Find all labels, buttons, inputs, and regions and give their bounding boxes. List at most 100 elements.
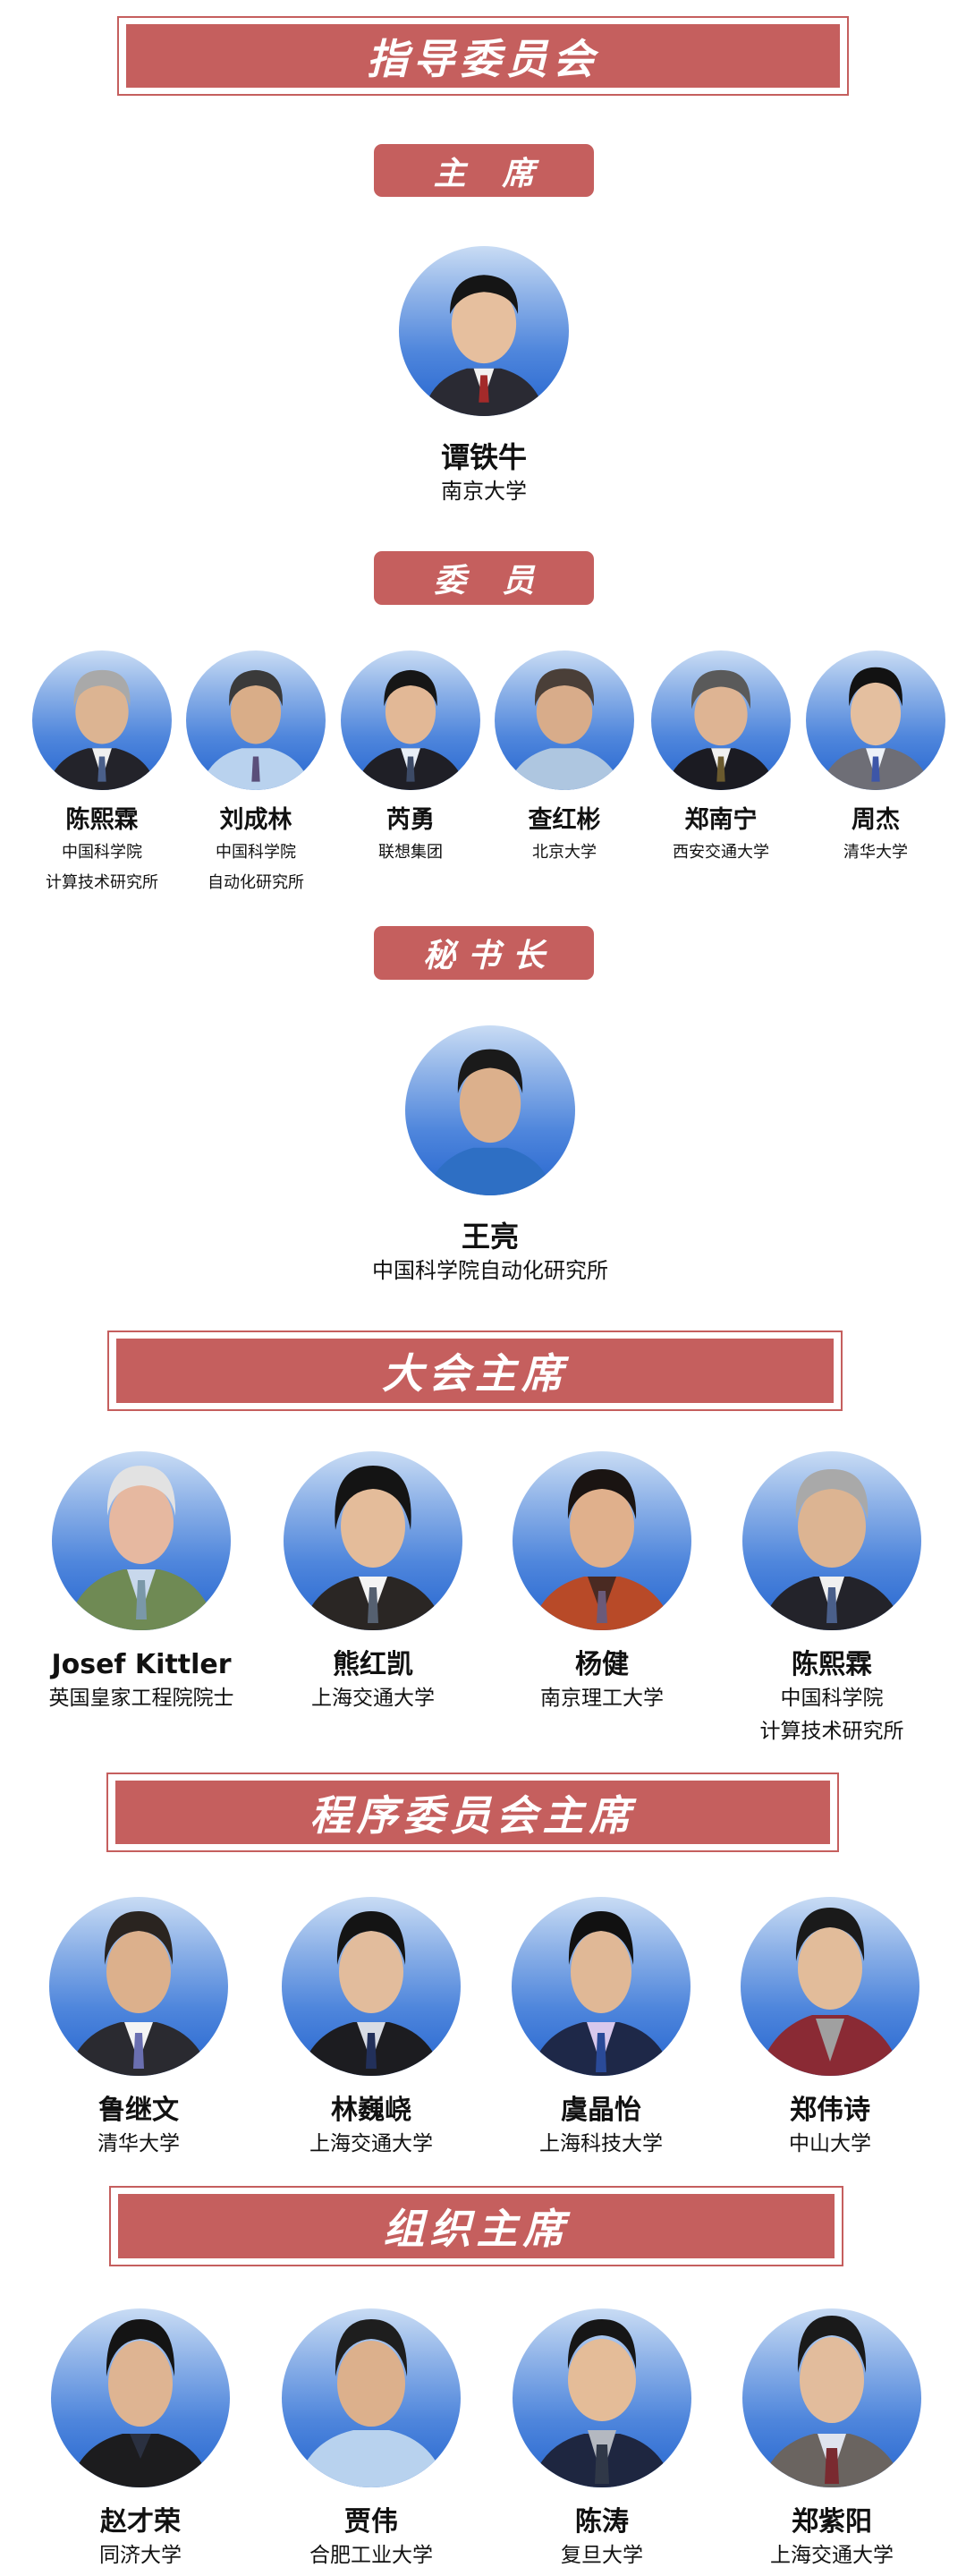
avatar-photo (32, 650, 172, 790)
person-card: 赵才荣 同济大学 (15, 2308, 266, 2572)
person-affiliation: 上海交通大学 (309, 2132, 433, 2155)
portrait-icon (665, 669, 777, 790)
person-name: 杨健 (575, 1649, 629, 1680)
person-affiliation: 同济大学 (99, 2544, 182, 2567)
avatar-photo (52, 1451, 231, 1630)
section-header-fill: 程序委员会主席 (115, 1781, 830, 1844)
section-header-fill: 指导委员会 (126, 24, 840, 88)
subsection-badge-chair: 主 席 (374, 144, 594, 197)
person-name: 郑南宁 (684, 806, 758, 834)
portrait-icon (425, 1049, 555, 1195)
person-affiliation: 中国科学院 (62, 843, 142, 862)
person-name: 芮勇 (386, 806, 435, 834)
section-header-fill: 组织主席 (118, 2194, 835, 2258)
portrait-icon (422, 275, 546, 416)
person-affiliation: 西安交通大学 (673, 843, 769, 862)
person-name: 陈熙霖 (792, 1649, 872, 1680)
person-name: 虞晶怡 (561, 2095, 641, 2126)
person-card: 鲁继文 清华大学 (13, 1897, 264, 2161)
person-affiliation: 中国科学院 (216, 843, 296, 862)
person-card: 谭铁牛 南京大学 (350, 246, 618, 506)
section-title: 组织主席 (383, 2205, 570, 2253)
person-name: 鲁继文 (98, 2095, 179, 2126)
avatar-photo (742, 2308, 921, 2487)
person-card: 熊红凯 上海交通大学 (248, 1451, 498, 1715)
person-card: 查红彬 北京大学 (488, 650, 640, 867)
person-name: 查红彬 (528, 806, 601, 834)
person-card: 周杰 清华大学 (800, 650, 952, 867)
person-name: 陈熙霖 (65, 806, 139, 834)
person-card: 郑南宁 西安交通大学 (645, 650, 797, 867)
person-card: Josef Kittler 英国皇家工程院院士 (16, 1451, 267, 1715)
person-affiliation-line2: 自动化研究所 (208, 873, 304, 892)
person-affiliation: 上海交通大学 (770, 2544, 894, 2567)
person-name: 郑伟诗 (790, 2095, 870, 2126)
portrait-icon (300, 1911, 443, 2076)
person-card: 刘成林 中国科学院 自动化研究所 (180, 650, 332, 897)
portrait-icon (67, 1911, 210, 2076)
avatar-photo (405, 1025, 575, 1195)
badge-label: 主 席 (433, 155, 547, 192)
person-affiliation-line2: 计算技术研究所 (46, 873, 158, 892)
person-name: 谭铁牛 (440, 440, 527, 474)
portrait-icon (66, 1466, 216, 1630)
person-name: Josef Kittler (51, 1649, 232, 1680)
avatar-photo (399, 246, 569, 416)
section-title: 大会主席 (382, 1349, 568, 1398)
portrait-icon (758, 1908, 902, 2076)
portrait-icon (760, 2316, 903, 2487)
person-card: 芮勇 联想集团 (335, 650, 487, 867)
person-card: 王亮 中国科学院自动化研究所 (356, 1025, 624, 1285)
person-name: 王亮 (461, 1220, 519, 1254)
person-card: 陈涛 复旦大学 (477, 2308, 727, 2572)
person-affiliation: 英国皇家工程院院士 (48, 1687, 234, 1710)
badge-label: 秘书长 (422, 938, 557, 974)
portrait-icon (760, 1469, 903, 1630)
person-affiliation: 联想集团 (378, 843, 443, 862)
person-name: 周杰 (852, 806, 900, 834)
person-affiliation-line2: 计算技术研究所 (759, 1720, 904, 1743)
subsection-badge-secretary-general: 秘书长 (374, 926, 594, 980)
person-affiliation: 北京大学 (532, 843, 597, 862)
section-title: 指导委员会 (367, 34, 599, 83)
portrait-icon (530, 1469, 674, 1630)
avatar-photo (495, 650, 634, 790)
person-affiliation: 上海交通大学 (311, 1687, 435, 1710)
portrait-icon (819, 667, 932, 790)
portrait-icon (296, 2319, 446, 2487)
person-card: 陈熙霖 中国科学院 计算技术研究所 (26, 650, 178, 897)
section-header-organizing-chairs: 组织主席 (109, 2186, 843, 2266)
avatar-photo (741, 1897, 919, 2076)
section-header-program-chairs: 程序委员会主席 (106, 1773, 839, 1852)
person-card: 郑伟诗 中山大学 (705, 1897, 955, 2161)
avatar-photo (341, 650, 480, 790)
person-affiliation: 南京理工大学 (540, 1687, 664, 1710)
avatar-photo (282, 2308, 461, 2487)
avatar-photo (512, 1897, 691, 2076)
person-card: 杨健 南京理工大学 (477, 1451, 727, 1715)
avatar-photo (806, 650, 945, 790)
person-name: 贾伟 (344, 2506, 398, 2538)
avatar-photo (284, 1451, 462, 1630)
portrait-icon (354, 669, 467, 790)
subsection-badge-members: 委 员 (374, 551, 594, 605)
person-card: 郑紫阳 上海交通大学 (707, 2308, 957, 2572)
person-name: 陈涛 (575, 2506, 629, 2538)
person-name: 熊红凯 (333, 1649, 413, 1680)
person-affiliation: 中国科学院自动化研究所 (372, 1258, 608, 1283)
portrait-icon (46, 669, 158, 790)
person-card: 陈熙霖 中国科学院 计算技术研究所 (707, 1451, 957, 1748)
person-affiliation: 清华大学 (97, 2132, 180, 2155)
person-name: 赵才荣 (100, 2506, 181, 2538)
person-name: 刘成林 (219, 806, 292, 834)
person-affiliation: 清华大学 (843, 843, 908, 862)
avatar-photo (282, 1897, 461, 2076)
badge-label: 委 员 (433, 563, 547, 599)
avatar-photo (651, 650, 791, 790)
avatar-photo (513, 2308, 691, 2487)
person-name: 林巍峣 (331, 2095, 411, 2126)
avatar-photo (51, 2308, 230, 2487)
portrait-icon (530, 2319, 674, 2487)
person-name: 郑紫阳 (792, 2506, 872, 2538)
section-header-general-chairs: 大会主席 (107, 1331, 843, 1411)
